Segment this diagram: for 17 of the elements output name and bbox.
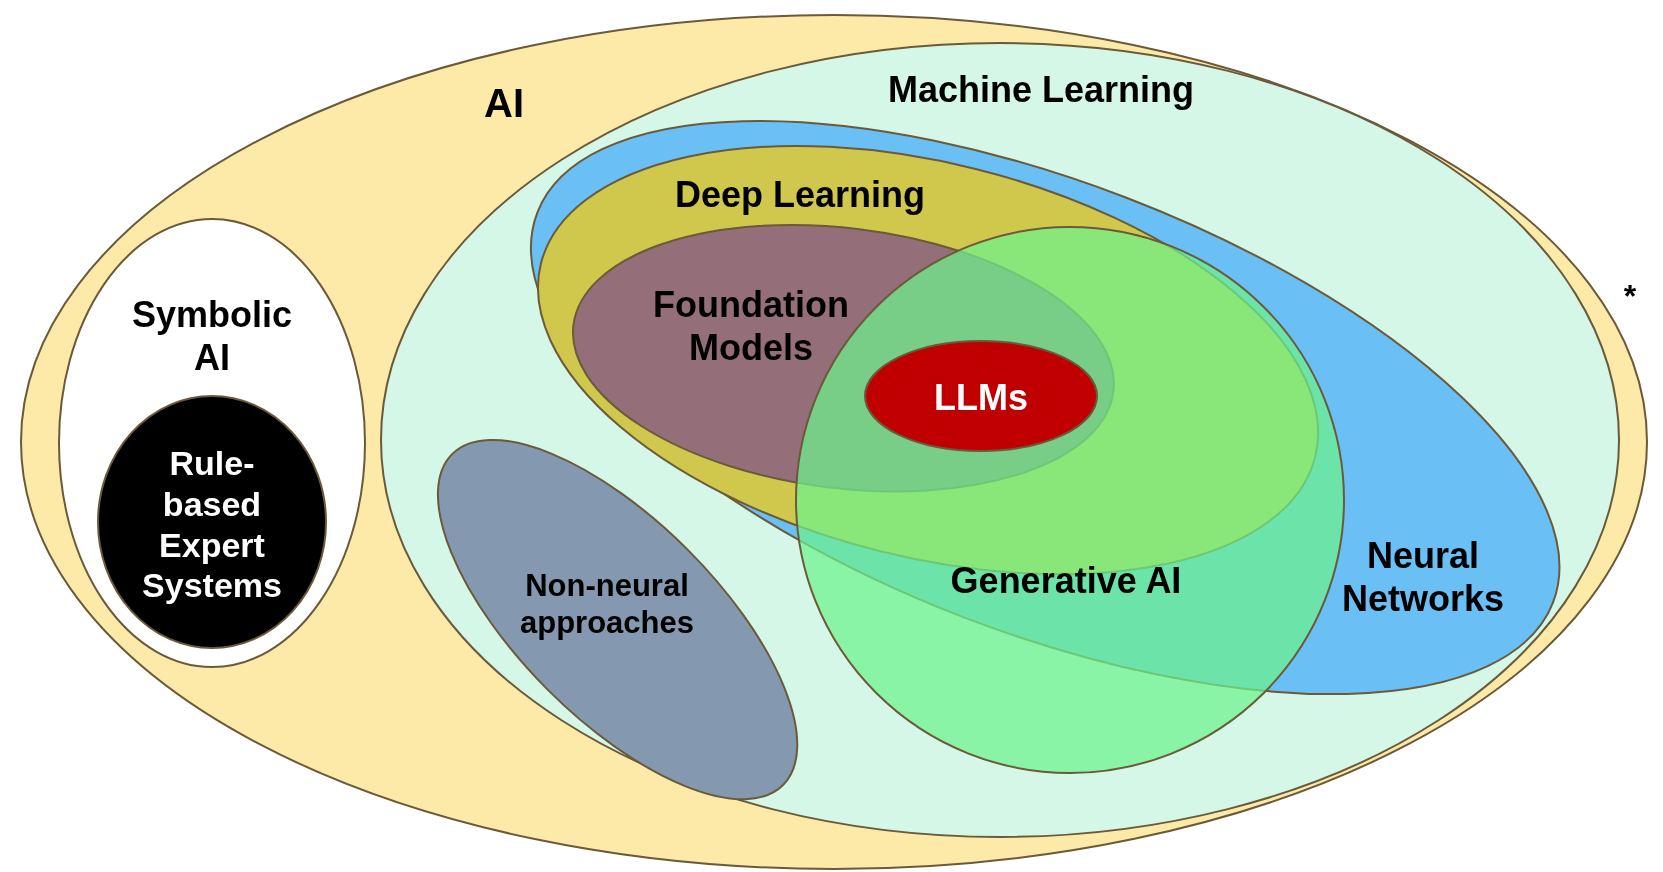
set-ellipse <box>97 395 327 649</box>
region-label: Deep Learning <box>673 173 926 217</box>
region-label: Non-neural approaches <box>518 566 695 642</box>
region-label: Machine Learning <box>886 68 1196 112</box>
set-ellipse <box>20 14 1648 870</box>
footnote-mark: * <box>1623 276 1637 316</box>
region-label: Neural Networks <box>1340 533 1505 621</box>
set-ellipse <box>437 439 799 801</box>
region-label: AI <box>483 80 525 127</box>
region-label: LLMs <box>933 376 1029 420</box>
region-label: Symbolic AI <box>130 292 294 380</box>
set-ellipse <box>380 42 1620 838</box>
set-ellipse <box>864 340 1098 452</box>
region-label: Foundation Models <box>652 282 850 370</box>
region-label: Rule-based Expert Systems <box>141 443 283 607</box>
region-label: Generative AI <box>949 559 1183 603</box>
set-ellipse <box>58 218 366 668</box>
